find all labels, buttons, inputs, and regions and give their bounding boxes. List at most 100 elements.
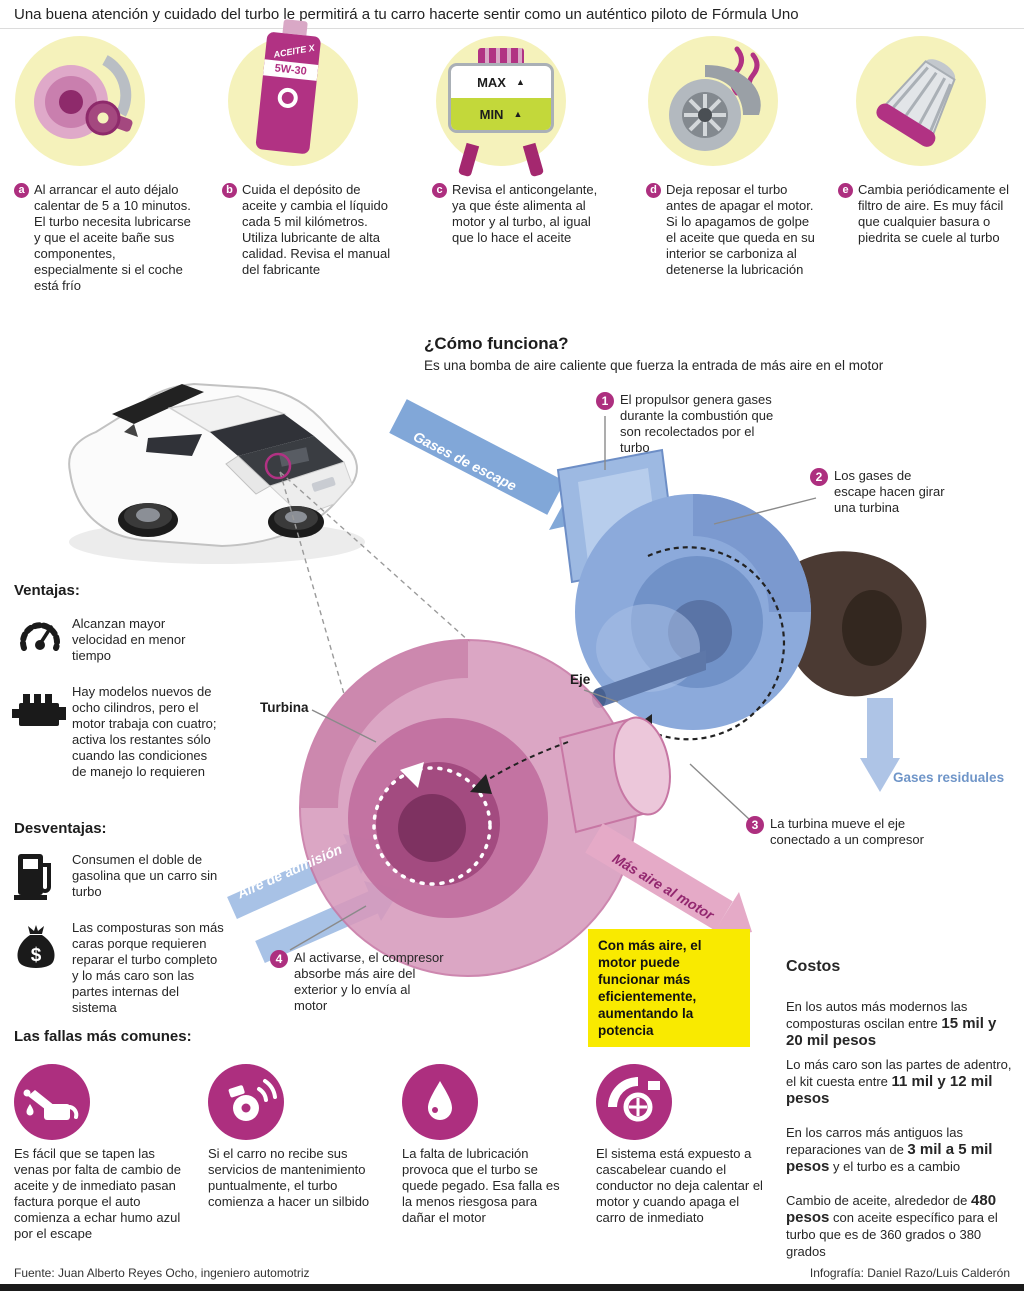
falla-3-text: La falta de lubricación provoca que el t… — [402, 1146, 560, 1225]
tip-c-badge: c — [432, 183, 447, 198]
how-title: ¿Cómo funciona? — [424, 334, 569, 353]
gases-escape-arrow — [389, 399, 565, 515]
costos-title: Costos — [786, 958, 841, 975]
cost-1-pre: En los autos más modernos las compostura… — [786, 999, 968, 1031]
ventaja-1-text: Alcanzan mayor velocidad en menor tiempo — [72, 616, 186, 663]
page-title: Una buena atención y cuidado del turbo l… — [14, 6, 799, 23]
bottle-emblem — [276, 86, 299, 109]
cost-4-amount: 480 pesos — [786, 1192, 997, 1226]
step-2: 2 Los gases de escape hacen girar una tu… — [810, 468, 952, 516]
leader-step4 — [289, 905, 367, 951]
currency-symbol: $ — [31, 945, 42, 966]
oil-can-icon — [23, 1089, 79, 1120]
tank-cap — [478, 48, 524, 63]
tip-e: e Cambia periódicamente el filtro de air… — [838, 182, 1014, 246]
falla-1-text: Es fácil que se tapen las venas por falt… — [14, 1146, 181, 1241]
rotation-arc — [635, 546, 786, 741]
cost-3-post: y el turbo es a cambio — [829, 1159, 961, 1174]
highlight-box: Con más aire, el motor puede funcionar m… — [588, 929, 750, 1047]
engine-callout-circle — [264, 452, 292, 480]
step-3: 3 La turbina mueve el eje conectado a un… — [746, 816, 924, 848]
leader-eje — [583, 689, 619, 703]
tip-b-badge: b — [222, 183, 237, 198]
desventaja-1-text: Consumen el doble de gasolina que un car… — [72, 852, 218, 899]
tip-a-badge: a — [14, 183, 29, 198]
turbo-heat-icon — [669, 46, 761, 151]
cost-2-amount: 11 mil y 12 mil pesos — [786, 1073, 993, 1107]
cost-item-4: Cambio de aceite, alrededor de 480 pesos… — [786, 1192, 1016, 1260]
ignition-key-icon — [34, 55, 133, 139]
min-arrow-icon: ▲ — [513, 109, 523, 119]
desventajas-title: Desventajas: — [14, 820, 107, 837]
tank-hose-left — [457, 142, 480, 178]
turbo-diagram — [227, 399, 927, 977]
fuel-pump-icon — [14, 854, 51, 900]
tip-circle-c: MAX ▲ MIN ▲ — [436, 36, 566, 178]
tip-c-text: Revisa el anticongelante, ya que éste al… — [452, 182, 598, 245]
tank-max-row: MAX ▲ — [451, 66, 551, 98]
footer-credit: Infografía: Daniel Razo/Luis Calderón — [809, 1266, 1010, 1280]
falla-circle-4 — [596, 1064, 672, 1140]
step-4: 4 Al activarse, el compresor absorbe más… — [270, 950, 446, 1014]
fallas-title: Las fallas más comunes: — [14, 1028, 192, 1045]
tip-d-badge: d — [646, 183, 661, 198]
tip-a: a Al arrancar el auto déjalo calentar de… — [14, 182, 192, 294]
leader-turbina — [311, 709, 377, 743]
step-2-text: Los gases de escape hacen girar una turb… — [834, 468, 945, 515]
cost-1-amount: 15 mil y 20 mil pesos — [786, 1015, 997, 1049]
label-turbina: Turbina — [260, 700, 309, 715]
money-bag-icon: $ — [17, 925, 55, 968]
compressor-rotation-arc — [372, 766, 492, 886]
tip-circle-e — [856, 36, 986, 166]
cost-4-post: con aceite específico para el turbo que … — [786, 1210, 998, 1259]
step-2-badge: 2 — [810, 468, 828, 486]
magnify-line-left — [279, 471, 345, 695]
tip-circle-b: ACEITE X 5W-30 — [228, 19, 358, 166]
tip-d-text: Deja reposar el turbo antes de apagar el… — [666, 182, 815, 277]
max-label: MAX — [477, 74, 506, 90]
step-1-badge: 1 — [596, 392, 614, 410]
air-filter-icon — [876, 59, 956, 147]
ventaja-2-text: Hay modelos nuevos de ocho cilindros, pe… — [72, 684, 217, 779]
mas-aire-arrow — [585, 823, 733, 931]
whistle-icon — [228, 1079, 277, 1121]
bottle-body: ACEITE X 5W-30 — [255, 31, 322, 155]
desventaja-2-text: Las composturas son más caras porque req… — [72, 920, 224, 1015]
step-1: 1 El propulsor genera gases durante la c… — [596, 392, 778, 456]
min-label: MIN — [479, 106, 504, 122]
tip-circle-d — [648, 36, 778, 166]
tip-b-text: Cuida el depósito de aceite y cambia el … — [242, 182, 391, 277]
max-arrow-icon: ▲ — [515, 77, 525, 87]
coolant-tank-icon: MAX ▲ MIN ▲ — [448, 48, 554, 178]
cost-3-amount: 3 mil a 5 mil pesos — [786, 1141, 993, 1175]
cost-4-pre: Cambio de aceite, alrededor de — [786, 1193, 972, 1208]
tip-b: b Cuida el depósito de aceite y cambia e… — [222, 182, 396, 278]
leader-step3 — [689, 763, 751, 821]
tip-e-badge: e — [838, 183, 853, 198]
falla-circle-2 — [208, 1064, 284, 1140]
tip-e-text: Cambia periódicamente el filtro de aire.… — [858, 182, 1010, 245]
tank-min-row: MIN ▲ — [451, 98, 551, 130]
tip-circle-a — [15, 36, 145, 166]
tip-c: c Revisa el anticongelante, ya que éste … — [432, 182, 610, 246]
footer-bar — [0, 1284, 1024, 1291]
footer-source: Fuente: Juan Alberto Reyes Ocho, ingenie… — [14, 1266, 310, 1280]
falla-4-text: El sistema está expuesto a cascabelear c… — [596, 1146, 763, 1225]
tank-body: MAX ▲ MIN ▲ — [448, 63, 554, 133]
cost-3-pre: En los carros más antiguos las reparacio… — [786, 1125, 964, 1157]
falla-2-text: Si el carro no recibe sus servicios de m… — [208, 1146, 370, 1209]
falla-circle-1 — [14, 1064, 90, 1140]
car-illustration — [68, 382, 365, 564]
label-gases-residuales: Gases residuales — [893, 770, 1005, 785]
shaft — [598, 650, 706, 708]
ventajas-title: Ventajas: — [14, 582, 80, 599]
magnify-line-right — [279, 471, 471, 643]
oil-bottle-icon: ACEITE X 5W-30 — [255, 18, 323, 155]
step-1-text: El propulsor genera gases durante la com… — [620, 392, 774, 455]
oil-drop-icon — [428, 1081, 452, 1120]
header-divider — [0, 28, 1024, 29]
bottle-brand-label: ACEITE X — [272, 42, 316, 60]
cost-2-pre: Lo más caro son las partes de adentro, e… — [786, 1057, 1012, 1089]
leader-step2 — [713, 497, 817, 525]
cost-item-3: En los carros más antiguos las reparacio… — [786, 1124, 1016, 1175]
